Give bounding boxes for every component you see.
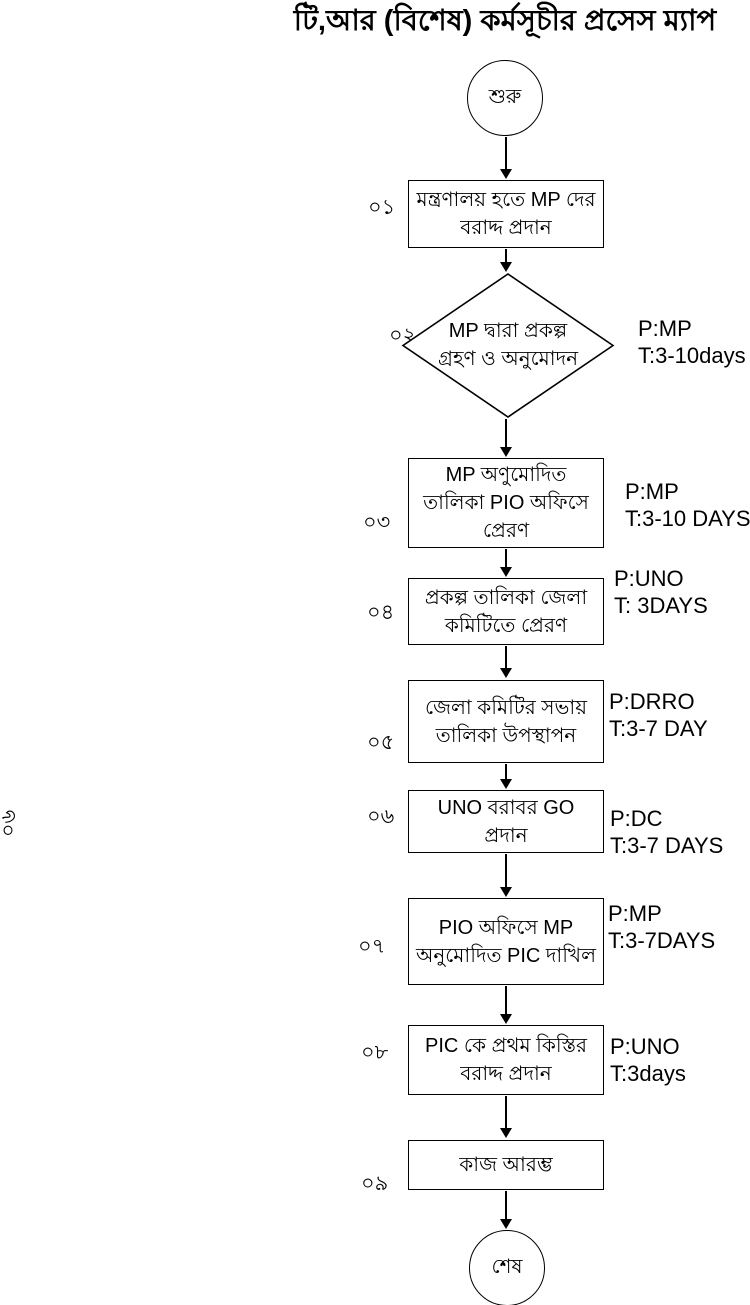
- step-8-number: ০৮: [361, 1041, 389, 1064]
- step-6-time: T:3-7 DAYS: [610, 832, 724, 858]
- step-3-text: MP অণুমোদিত তালিকা PIO অফিসে প্রেরণ: [423, 464, 589, 542]
- end-node: শেষ: [469, 1230, 545, 1305]
- page-title: টি,আর (বিশেষ) কর্মসূচীর প্রসেস ম্যাপ: [293, 5, 717, 37]
- arrow-connector-5: [500, 646, 512, 678]
- step-3-box: MP অণুমোদিত তালিকা PIO অফিসে প্রেরণ: [408, 458, 604, 548]
- step-7-box: PIO অফিসে MP অনুমোদিত PIC দাখিল: [408, 898, 604, 985]
- end-label: শেষ: [491, 1255, 523, 1278]
- step-5-text: জেলা কমিটির সভায় তালিকা উপস্থাপন: [425, 696, 587, 747]
- arrow-connector-6: [500, 764, 512, 789]
- start-label: শুরু: [488, 85, 522, 108]
- arrow-connector-4: [500, 549, 512, 577]
- step-1-box: মন্ত্রণালয় হতে MP দের বরাদ্দ প্রদান: [408, 180, 604, 248]
- step-9-number: ০৯: [361, 1172, 389, 1195]
- step-6-person: P:DC: [610, 806, 663, 831]
- step-2-box: MP দ্বারা প্রকল্প গ্রহণ ও অনুমোদন: [420, 302, 596, 388]
- step-3-person: P:MP: [625, 479, 679, 504]
- step-4-time: T: 3DAYS: [614, 592, 708, 618]
- step-7-text: PIO অফিসে MP অনুমোদিত PIC দাখিল: [416, 916, 596, 967]
- step-5-time: T:3-7 DAY: [609, 715, 708, 741]
- arrow-connector-3: [500, 419, 512, 457]
- step-4-annotation: P:UNO T: 3DAYS: [614, 566, 708, 620]
- step-8-person: P:UNO: [610, 1034, 680, 1059]
- arrow-connector-7: [500, 854, 512, 897]
- step-8-box: PIC কে প্রথম কিস্তির বরাদ্দ প্রদান: [408, 1025, 604, 1095]
- step-2-annotation: P:MP T:3-10days: [638, 316, 746, 370]
- step-3-number: ০৩: [363, 511, 391, 534]
- step-7-person: P:MP: [608, 901, 662, 926]
- step-2-person: P:MP: [638, 316, 692, 341]
- step-7-number: ০৭: [358, 935, 386, 958]
- step-2-time: T:3-10days: [638, 342, 746, 368]
- arrow-connector-9: [500, 1096, 512, 1138]
- step-8-time: T:3days: [610, 1060, 686, 1086]
- arrow-connector-2: [500, 249, 512, 272]
- step-1-number: ০১: [368, 196, 396, 219]
- step-4-number: ০৪: [367, 601, 395, 624]
- step-6-number: ০৬: [367, 805, 395, 828]
- step-7-annotation: P:MP T:3-7DAYS: [608, 901, 715, 955]
- step-3-annotation: P:MP T:3-10 DAYS: [625, 479, 750, 533]
- step-5-box: জেলা কমিটির সভায় তালিকা উপস্থাপন: [408, 680, 604, 763]
- step-9-text: কাজ আরম্ভ: [459, 1154, 553, 1176]
- step-4-person: P:UNO: [614, 566, 684, 591]
- step-4-box: প্রকল্প তালিকা জেলা কমিটিতে প্রেরণ: [408, 578, 604, 645]
- step-1-text: মন্ত্রণালয় হতে MP দের বরাদ্দ প্রদান: [416, 189, 596, 239]
- step-5-number: ০৫: [367, 731, 395, 754]
- step-6-box: UNO বরাবর GO প্রদান: [408, 790, 604, 853]
- arrow-connector-8: [500, 986, 512, 1024]
- step-6-text: UNO বরাবর GO প্রদান: [437, 796, 575, 847]
- step-3-time: T:3-10 DAYS: [625, 505, 750, 531]
- step-2-text: MP দ্বারা প্রকল্প গ্রহণ ও অনুমোদন: [437, 320, 579, 370]
- step-8-text: PIC কে প্রথম কিস্তির বরাদ্দ প্রদান: [425, 1035, 587, 1085]
- step-5-person: P:DRRO: [609, 689, 695, 714]
- arrow-connector-10: [500, 1191, 512, 1229]
- decision-diamond: [401, 273, 615, 418]
- step-8-annotation: P:UNO T:3days: [610, 1034, 686, 1088]
- step-5-annotation: P:DRRO T:3-7 DAY: [609, 689, 708, 743]
- arrow-connector-1: [500, 137, 512, 179]
- step-9-box: কাজ আরম্ভ: [408, 1140, 604, 1190]
- step-6-annotation: P:DC T:3-7 DAYS: [610, 806, 723, 860]
- side-page-number: ০৬: [0, 809, 21, 838]
- step-7-time: T:3-7DAYS: [608, 927, 716, 953]
- start-node: শুরু: [467, 60, 543, 136]
- step-4-text: প্রকল্প তালিকা জেলা কমিটিতে প্রেরণ: [424, 586, 588, 637]
